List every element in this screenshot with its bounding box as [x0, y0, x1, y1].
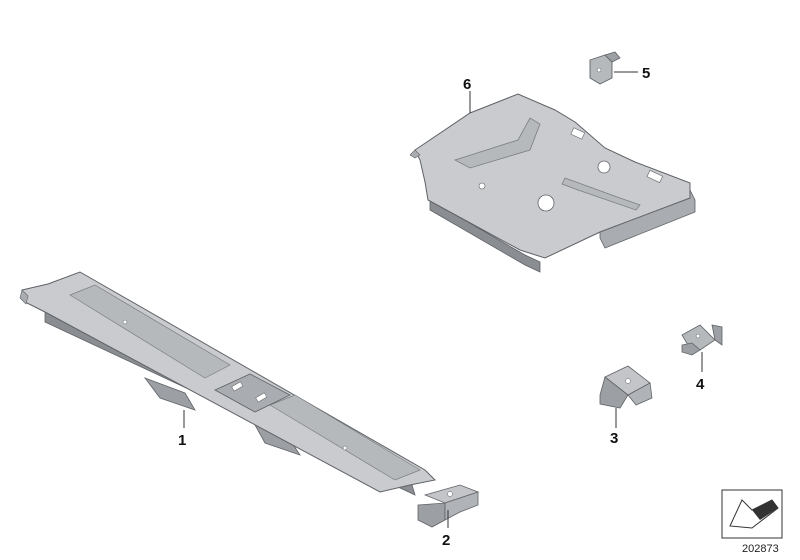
plate-6-hole-right: [597, 160, 611, 174]
callout-6[interactable]: 6: [463, 76, 471, 93]
bracket-3-left: [599, 376, 629, 409]
plate-6-tab-left: [409, 149, 421, 159]
plate-6-channel: [453, 117, 541, 169]
plate-6-hole-small: [478, 182, 486, 190]
callout-2[interactable]: 2: [442, 532, 450, 549]
panel-1-slot-b: [255, 392, 268, 403]
bracket-4-hole: [695, 333, 701, 339]
panel-1-hole-2: [342, 445, 348, 451]
clip-5-tab: [604, 51, 621, 63]
floor-panel-part-1[interactable]: [19, 271, 437, 496]
callout-3[interactable]: 3: [610, 430, 618, 447]
panel-1-hole: [122, 319, 128, 325]
bracket-2-hole: [447, 491, 453, 497]
plate-6-slot-1: [570, 127, 586, 140]
clip-part-5[interactable]: [589, 51, 621, 85]
reference-box-frame: [721, 489, 783, 539]
reference-icon-box: [721, 489, 783, 539]
bracket-4-upright: [711, 324, 723, 346]
panel-1-recess-left: [69, 284, 231, 379]
panel-1-slot-a: [231, 381, 244, 392]
plate-6-rib: [561, 177, 641, 211]
mounting-plate-part-6[interactable]: [409, 93, 696, 273]
panel-1-bracket-left: [143, 377, 196, 411]
plate-6-slot-2: [646, 169, 664, 183]
panel-1-end-tab: [19, 289, 29, 305]
callout-5[interactable]: 5: [642, 65, 650, 82]
diagram-number: 202873: [742, 543, 779, 555]
reference-arrow-shade-icon: [752, 500, 778, 520]
bracket-3-hole: [625, 378, 631, 384]
plate-6-hole-large: [537, 194, 555, 212]
bracket-3-right: [627, 382, 653, 406]
panel-1-center-plate: [214, 373, 291, 413]
bracket-2-front: [417, 502, 446, 528]
bracket-part-2[interactable]: [417, 484, 480, 528]
callout-1[interactable]: 1: [178, 432, 186, 449]
plate-6-body: [414, 93, 691, 259]
bracket-4-foot: [681, 342, 701, 356]
panel-1-recess-right: [269, 394, 421, 481]
callout-4[interactable]: 4: [696, 376, 705, 393]
bracket-2-side: [444, 491, 479, 521]
plate-6-side: [429, 199, 541, 273]
clip-5-hole: [596, 67, 602, 73]
bracket-part-4[interactable]: [681, 324, 723, 356]
bracket-part-3[interactable]: [599, 365, 653, 409]
